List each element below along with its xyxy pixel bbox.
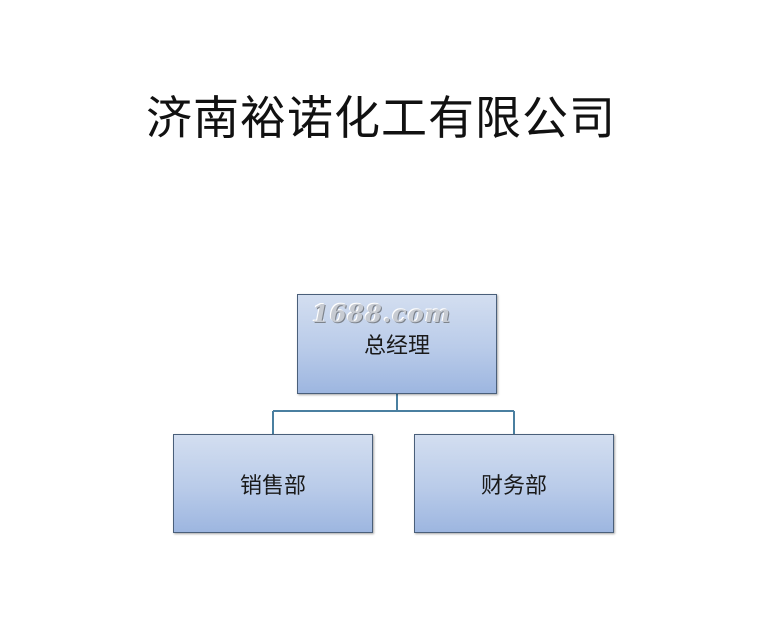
org-node-general-manager: 1688.com 总经理 — [297, 294, 497, 394]
org-node-label: 财务部 — [480, 473, 547, 499]
watermark-logo: 1688.com — [312, 299, 452, 328]
org-node-label: 销售部 — [239, 473, 306, 499]
org-node-sales-department: 销售部 — [173, 434, 373, 533]
org-node-finance-department: 财务部 — [414, 434, 614, 533]
company-title: 济南裕诺化工有限公司 — [146, 91, 616, 145]
org-node-label: 总经理 — [363, 334, 430, 359]
